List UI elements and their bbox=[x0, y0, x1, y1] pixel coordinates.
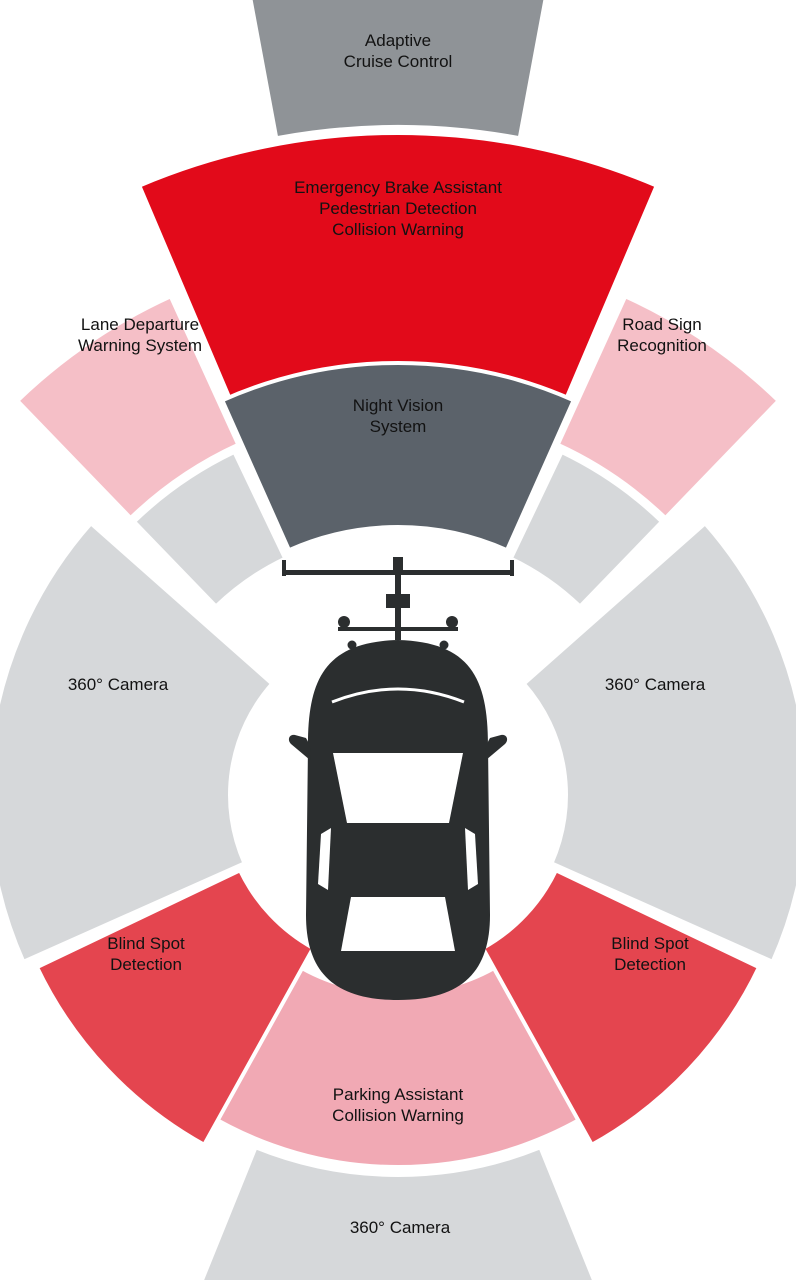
label-night-vision: Night Vision System bbox=[353, 395, 443, 437]
label-line: Detection bbox=[110, 955, 182, 974]
label-line: Collision Warning bbox=[332, 1106, 464, 1125]
label-line: Adaptive bbox=[364, 31, 432, 50]
label-line: Emergency Brake Assistant bbox=[294, 178, 502, 197]
side-window-right bbox=[465, 828, 478, 890]
zone-night-vision bbox=[219, 361, 577, 553]
zone-adaptive-cruise-control bbox=[248, 0, 548, 141]
label-blind-spot-right: Blind Spot Detection bbox=[611, 933, 689, 975]
zone-side-fill-right bbox=[508, 449, 665, 610]
windshield bbox=[333, 753, 463, 823]
label-camera-right: 360° Camera bbox=[605, 674, 705, 695]
label-line: Parking Assistant bbox=[332, 1085, 464, 1104]
mirror-left bbox=[288, 734, 311, 760]
label-line: Collision Warning bbox=[332, 220, 464, 239]
label-lane-departure: Lane Departure Warning System bbox=[78, 314, 202, 356]
label-camera-left: 360° Camera bbox=[68, 674, 168, 695]
zone-blind-spot-right bbox=[480, 867, 762, 1148]
label-line: Detection bbox=[614, 955, 686, 974]
label-line: Warning System bbox=[77, 336, 203, 355]
label-line: 360° Camera bbox=[67, 675, 169, 694]
sensor-bar-end-right bbox=[510, 560, 514, 576]
label-line: Blind Spot bbox=[611, 934, 689, 953]
label-line: Lane Departure bbox=[80, 315, 200, 334]
mirror-right bbox=[485, 734, 508, 760]
sensor-pod-left bbox=[338, 616, 350, 628]
zone-road-sign bbox=[555, 293, 782, 521]
label-parking-assistant: Parking Assistant Collision Warning bbox=[332, 1084, 464, 1126]
label-line: Pedestrian Detection bbox=[319, 199, 477, 218]
sensor-mast-top-knob bbox=[393, 557, 403, 570]
zone-blind-spot-left bbox=[34, 867, 316, 1148]
label-line: Blind Spot bbox=[107, 934, 185, 953]
sensor-crossbar-mid bbox=[338, 627, 458, 631]
rear-window bbox=[341, 897, 455, 951]
hood-line bbox=[331, 687, 465, 704]
sensor-pod-right bbox=[446, 616, 458, 628]
label-line: Road Sign bbox=[622, 315, 702, 334]
sensor-module-box bbox=[386, 594, 410, 608]
zone-camera-bottom bbox=[199, 1144, 597, 1280]
hood-sensor-left bbox=[347, 640, 357, 650]
label-line: Night Vision bbox=[352, 396, 444, 415]
hood-sensor-right bbox=[439, 640, 449, 650]
car-top-view bbox=[282, 557, 514, 1000]
zone-lane-departure bbox=[14, 293, 241, 521]
label-line: 360° Camera bbox=[604, 675, 706, 694]
zone-camera-right bbox=[520, 520, 796, 965]
label-adaptive-cruise-control: Adaptive Cruise Control bbox=[344, 30, 453, 72]
label-road-sign: Road Sign Recognition bbox=[617, 314, 707, 356]
label-blind-spot-left: Blind Spot Detection bbox=[107, 933, 185, 975]
zone-side-fill-left bbox=[131, 449, 288, 610]
label-line: 360° Camera bbox=[349, 1218, 451, 1237]
label-line: Recognition bbox=[617, 336, 707, 355]
sensor-bar-end-left bbox=[282, 560, 286, 576]
label-camera-bottom: 360° Camera bbox=[350, 1217, 450, 1238]
label-line: Cruise Control bbox=[343, 52, 453, 71]
side-window-left bbox=[318, 828, 331, 890]
label-line: System bbox=[369, 417, 427, 436]
zone-camera-left bbox=[0, 520, 276, 965]
label-emergency-brake: Emergency Brake Assistant Pedestrian Det… bbox=[294, 177, 502, 240]
